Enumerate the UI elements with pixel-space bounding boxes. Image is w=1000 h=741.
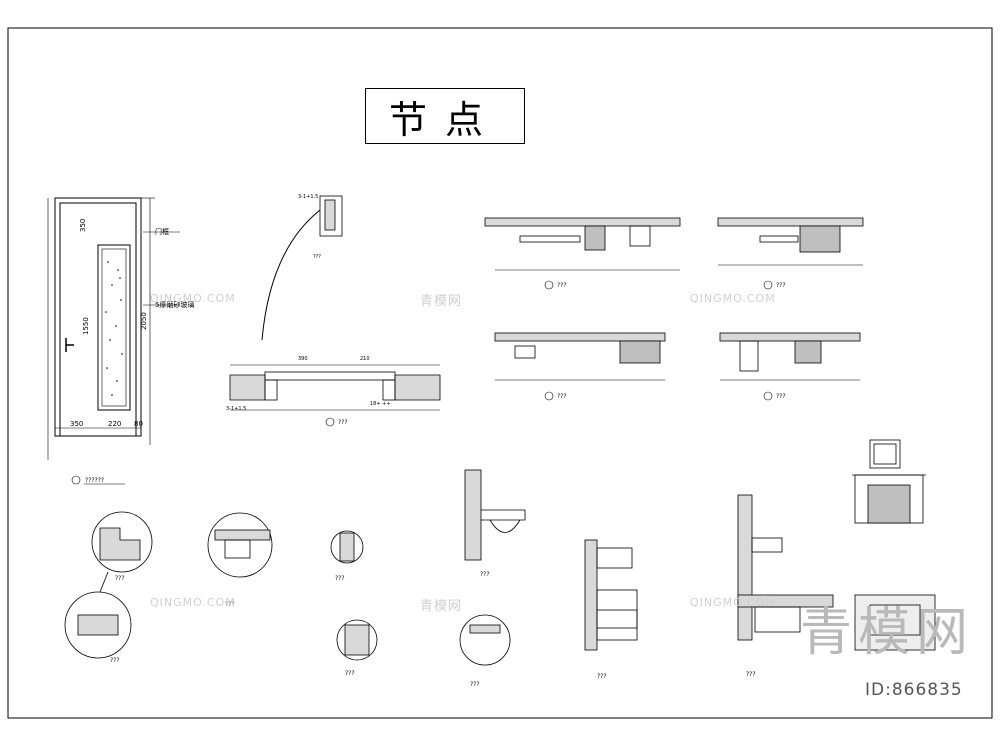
svg-text:???: ??? [480, 571, 490, 578]
svg-text:???: ??? [470, 681, 480, 688]
door-elevation [47, 197, 180, 460]
svg-text:???: ??? [746, 671, 756, 678]
fireplace-elevation [852, 439, 926, 524]
svg-text:???: ??? [338, 419, 348, 426]
svg-text:390: 390 [298, 356, 308, 362]
circle-detail-rail [207, 512, 273, 578]
svg-text:???: ??? [345, 670, 355, 677]
watermark-en: QINGMO.COM [150, 596, 236, 609]
watermark-en: QINGMO.COM [150, 292, 236, 305]
page-title: 节点 [365, 88, 525, 144]
svg-text:350: 350 [70, 420, 83, 428]
svg-text:18+ ++: 18+ ++ [370, 401, 391, 407]
svg-text:???: ??? [557, 282, 567, 289]
svg-text:???: ??? [313, 254, 321, 260]
svg-text:5厚磨砂玻璃: 5厚磨砂玻璃 [155, 300, 194, 309]
circle-details-left [64, 511, 153, 659]
svg-text:3-1+1.5: 3-1+1.5 [226, 406, 246, 412]
svg-text:3-1+1.5: 3-1+1.5 [298, 194, 318, 200]
door-label: ?????? [85, 477, 104, 484]
svg-text:80: 80 [134, 420, 143, 428]
svg-text:350: 350 [79, 219, 87, 232]
svg-text:???: ??? [110, 657, 120, 664]
svg-text:???: ??? [776, 393, 786, 400]
ceiling-detail-c [494, 332, 666, 381]
watermark-cn: 青模网 [420, 599, 463, 614]
svg-text:???: ??? [597, 673, 607, 680]
small-details [330, 530, 511, 666]
svg-text:???: ??? [335, 575, 345, 582]
watermark-large: 青模网 [800, 603, 975, 663]
svg-text:220: 220 [108, 420, 121, 428]
door-dim-text: 350 1550 2050 350 220 80 门框 5厚磨砂玻璃 [70, 219, 194, 428]
door-section-detail [229, 195, 441, 411]
svg-text:210: 210 [360, 356, 370, 362]
ceiling-detail-b [717, 217, 864, 266]
watermark-en: QINGMO.COM [690, 292, 776, 305]
cabinet-section [584, 539, 638, 651]
ceiling-detail-a [484, 217, 681, 271]
glass-speckle [105, 261, 123, 396]
wall-section-right [737, 494, 936, 651]
sheet-border [7, 27, 993, 719]
svg-text:???: ??? [225, 601, 235, 608]
ceiling-detail-d [719, 332, 861, 381]
svg-text:???: ??? [115, 575, 125, 582]
svg-text:1550: 1550 [82, 317, 90, 335]
svg-text:门框: 门框 [155, 227, 169, 236]
svg-text:???: ??? [776, 282, 786, 289]
svg-text:2050: 2050 [140, 312, 148, 330]
watermark-en: QINGMO.COM [690, 596, 776, 609]
svg-text:???: ??? [557, 393, 567, 400]
wall-detail-washbasin [464, 469, 526, 561]
watermark-cn: 青模网 [420, 294, 463, 309]
id-label: ID:866835 [865, 680, 963, 700]
